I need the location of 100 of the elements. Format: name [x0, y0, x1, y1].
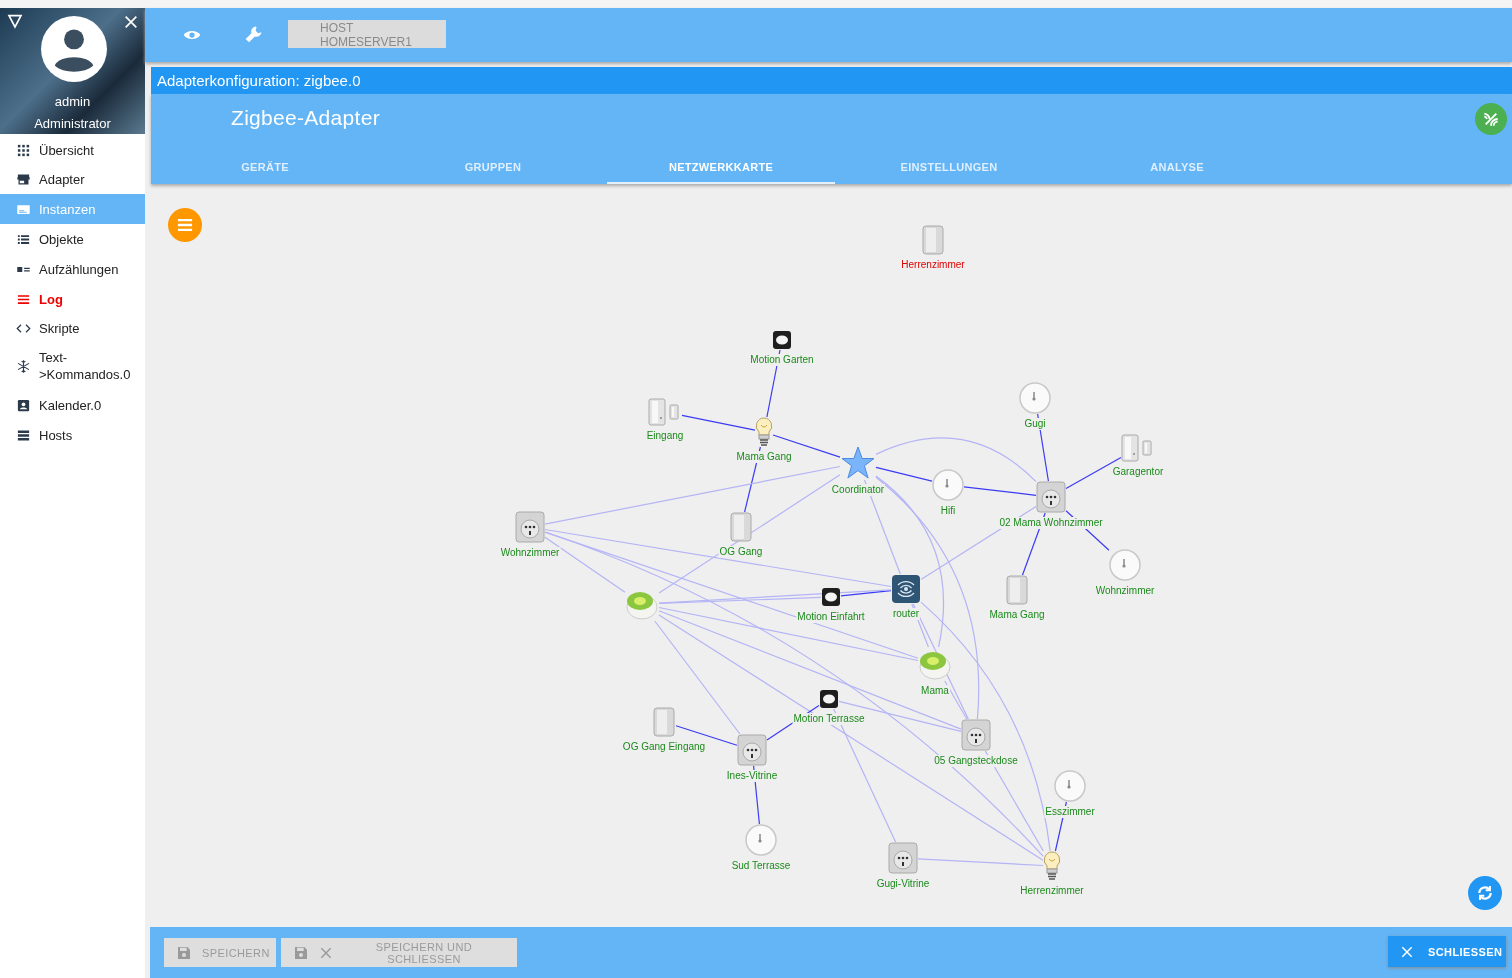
device-label: Herrenzimmer — [1019, 885, 1085, 897]
round-sensor-icon — [932, 469, 964, 501]
tab: EINSTELLUNGEN — [835, 150, 1063, 184]
motion-sensor-icon — [1005, 575, 1029, 605]
connection-line — [544, 536, 626, 593]
round-sensor-icon — [1019, 382, 1051, 414]
connection-line — [840, 590, 892, 597]
menu-item: Übersicht — [0, 135, 145, 165]
round-sensor-icon — [1054, 770, 1086, 802]
device-label: Ines-Vitrine — [725, 770, 779, 782]
connection-line — [863, 479, 901, 575]
device-label: Gugi — [1023, 418, 1047, 430]
device-label: Coordinator — [830, 484, 886, 496]
connection-line — [944, 680, 968, 720]
connection-line — [963, 486, 1037, 496]
device-label: Mama Gang — [735, 451, 793, 463]
round-sensor-icon — [745, 824, 777, 856]
device-label: Motion Einfahrt — [796, 611, 866, 623]
door-sensor-icon — [1121, 434, 1155, 462]
device-label: Mama — [920, 685, 950, 697]
connection-line — [658, 614, 1044, 861]
device-label: Hifi — [939, 505, 957, 517]
menu-item: Text->Kommandos.0 — [0, 345, 145, 387]
router-icon — [891, 574, 921, 604]
device-label: Gugi-Vitrine — [875, 878, 931, 890]
connection-line — [1065, 457, 1122, 490]
device-label: Wohnzimmer — [499, 547, 561, 559]
connection-line — [838, 700, 962, 732]
device-label: router — [891, 608, 921, 620]
connection-line — [544, 531, 1044, 857]
connection-line — [658, 474, 841, 594]
save-button: SPEICHERN — [164, 938, 276, 967]
panel-title: Adapterkonfiguration: zigbee.0 — [157, 72, 361, 89]
motion-sensor-icon — [821, 587, 841, 607]
connection-line — [1037, 413, 1049, 482]
device-label: Herrenzimmer — [900, 259, 966, 271]
connection-line — [833, 708, 897, 843]
connection-line — [675, 725, 738, 746]
smart-plug-icon — [737, 734, 767, 766]
motion-sensor-icon — [819, 689, 839, 709]
device-label: 05 Gangsteckdose — [933, 755, 1019, 767]
star-icon — [840, 446, 876, 480]
device-label: 02 Mama Wohnzimmer — [998, 517, 1104, 529]
menu-item: Kalender.0 — [0, 390, 145, 420]
adapter-heading: Zigbee-Adapter — [231, 106, 380, 130]
tab: ANALYSE — [1063, 150, 1291, 184]
connection-line — [654, 620, 741, 735]
user-role: Administrator — [33, 116, 112, 131]
connection-line — [744, 446, 761, 513]
smart-plug-icon — [515, 511, 545, 543]
round-sensor-icon — [1109, 549, 1141, 581]
menu-item: Skripte — [0, 313, 145, 343]
device-label: Garagentor — [1111, 466, 1165, 478]
light-bulb-icon — [1043, 851, 1061, 881]
device-label: Motion Garten — [749, 354, 815, 366]
connection-line — [875, 466, 933, 482]
menu-item: Instanzen — [0, 194, 145, 224]
device-label: Mama Gang — [988, 609, 1046, 621]
tab: GERÄTE — [151, 150, 379, 184]
motion-sensor-icon — [729, 512, 753, 542]
host-button: HOST HOMESERVER1 — [288, 20, 446, 48]
smart-plug-icon — [961, 719, 991, 751]
close-button: SCHLIESSEN — [1388, 936, 1506, 967]
save-and-close-button: SPEICHERN UND SCHLIESSEN — [281, 938, 517, 967]
connection-line — [875, 437, 1037, 483]
menu-item: Adapter — [0, 164, 145, 194]
connection-line — [920, 601, 1051, 852]
device-label: Wohnzimmer — [1094, 585, 1156, 597]
menu-item: Log — [0, 284, 145, 314]
smart-plug-icon — [1036, 481, 1066, 513]
light-bulb-icon — [755, 417, 773, 447]
connection-line — [658, 610, 962, 730]
tab: NETZWERKKARTE — [607, 150, 835, 184]
connection-line — [753, 765, 760, 825]
device-label: Esszimmer — [1044, 806, 1096, 818]
connection-line — [984, 750, 1044, 852]
connection-line — [875, 475, 945, 648]
connection-line — [766, 349, 781, 418]
motion-sensor-icon — [921, 225, 945, 255]
connection-line — [658, 606, 919, 662]
tab: GRUPPEN — [379, 150, 607, 184]
device-label: Eingang — [645, 430, 685, 442]
door-sensor-icon — [648, 398, 682, 426]
menu-item: Aufzählungen — [0, 254, 145, 284]
menu-item: Hosts — [0, 420, 145, 450]
device-label: OG Gang — [718, 546, 764, 558]
user-name: admin — [53, 94, 92, 109]
connection-line — [875, 476, 980, 720]
menu-item: Objekte — [0, 224, 145, 254]
connection-line — [772, 434, 841, 458]
connection-line — [917, 858, 1044, 867]
connection-line — [658, 589, 892, 604]
motion-sensor-icon — [772, 330, 792, 350]
device-label: OG Gang Eingang — [621, 741, 707, 753]
motion-sensor-icon — [652, 707, 676, 737]
device-label: Sud Terrasse — [730, 860, 792, 872]
device-label: Motion Terrasse — [792, 713, 866, 725]
connection-line — [658, 596, 822, 604]
connection-line — [681, 414, 756, 431]
smart-plug-icon — [888, 842, 918, 874]
